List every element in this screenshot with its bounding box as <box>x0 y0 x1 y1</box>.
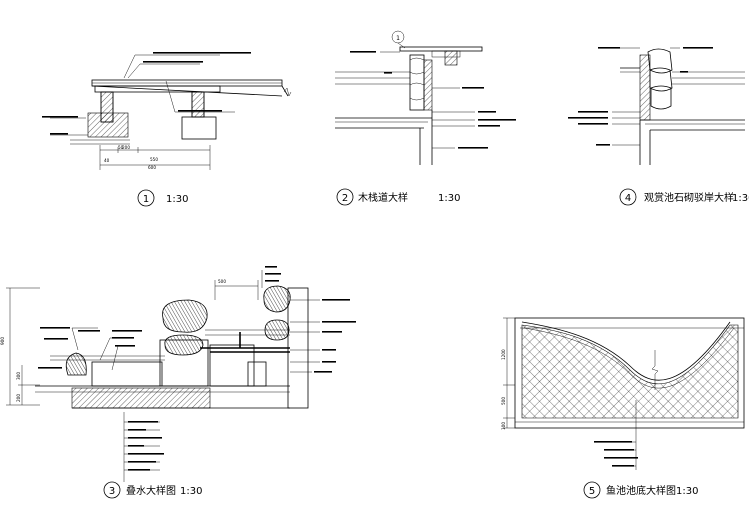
detail-2-scale: 1:30 <box>438 193 460 204</box>
detail-1-drawing: 50 200 40 550 600 1 1:30 <box>42 52 292 207</box>
detail-3-dim: 500 <box>218 279 226 284</box>
detail-2-marker: 1 <box>396 35 400 42</box>
detail-4-number: 4 <box>625 193 631 204</box>
detail-5-dim: 1200 <box>501 349 506 360</box>
detail-2-drawing: 1 <box>335 30 516 206</box>
detail-1-dim: 40 <box>104 158 110 163</box>
detail-3-dim: 900 <box>0 337 5 345</box>
detail-4-drawing: 4 观赏池石砌驳岸大样 1:30 <box>568 47 749 206</box>
detail-1-number: 1 <box>143 194 149 205</box>
detail-4-annotations <box>568 47 713 146</box>
detail-3-number: 3 <box>109 486 115 497</box>
detail-3-annotations <box>38 266 356 471</box>
detail-5-dim: 100 <box>501 422 506 430</box>
detail-3-scale: 1:30 <box>180 486 202 497</box>
detail-2-annotations <box>350 51 516 149</box>
detail-2-number: 2 <box>342 193 348 204</box>
detail-2-title: 木栈道大样 <box>358 191 408 204</box>
detail-5-scale: 1:30 <box>676 486 698 497</box>
detail-4-title: 观赏池石砌驳岸大样 <box>644 191 734 204</box>
detail-3-drawing: 900 300 200 500 <box>0 266 356 499</box>
detail-1-dim: 50 <box>118 145 124 150</box>
detail-4-scale: 1:30 <box>732 193 749 204</box>
detail-5-dim: 500 <box>501 397 506 405</box>
detail-3-dim: 300 <box>16 372 21 380</box>
detail-5-title: 鱼池池底大样图 <box>606 484 676 497</box>
detail-3-title: 叠水大样图 <box>126 484 176 497</box>
detail-1-dim: 600 <box>148 165 156 170</box>
detail-5-drawing: 1200 500 100 5 鱼池池底大样图 1:30 <box>501 317 745 499</box>
detail-1-annotations <box>42 52 251 135</box>
detail-1-scale: 1:30 <box>166 194 188 205</box>
detail-1-dim: 550 <box>150 157 158 162</box>
detail-1-dim: 200 <box>122 145 130 150</box>
detail-3-dim: 200 <box>16 394 21 402</box>
detail-5-annotations <box>594 441 638 467</box>
detail-5-number: 5 <box>589 486 595 497</box>
